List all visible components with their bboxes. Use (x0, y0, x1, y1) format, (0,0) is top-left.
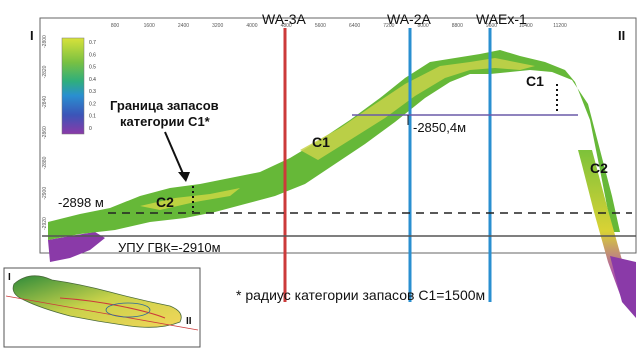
x-tick-label: 7200 (383, 23, 394, 29)
x-tick-label: 5600 (315, 23, 326, 29)
legend-tick-label: 0.5 (89, 65, 96, 71)
inset-label-i: I (8, 272, 11, 283)
well-label-wa-3a: WA-3A (262, 11, 306, 27)
purple-zone-right (610, 256, 636, 318)
category-c1-left: C1 (312, 134, 330, 150)
y-axis-ticks: -2800 -2820 -2840 -2860 -2880 -2900 -2920 (42, 35, 48, 230)
category-c2-left: C2 (156, 194, 174, 210)
y-tick-label: -2920 (42, 217, 48, 230)
x-axis-ticks: 800 1600 2400 3200 4000 4800 5600 6400 7200 8000 8… (111, 23, 567, 29)
y-tick-label: -2800 (42, 35, 48, 48)
legend-tick-label: 0.2 (89, 101, 96, 107)
x-tick-label: 800 (111, 23, 120, 29)
yellow-highlight (300, 58, 535, 160)
category-c1-right: C1 (526, 73, 544, 89)
x-tick-label: 8000 (418, 23, 429, 29)
depth-label-2850: -2850,4м (413, 120, 466, 135)
x-tick-label: 3200 (212, 23, 223, 29)
x-tick-label: 1600 (144, 23, 155, 29)
legend-ticks: 0.7 0.6 0.5 0.4 0.3 0.2 0.1 0 (89, 40, 96, 132)
well-label-wa-2a: WA-2A (387, 11, 431, 27)
x-tick-label: 10400 (519, 23, 533, 29)
legend-tick-label: 0.7 (89, 40, 96, 46)
x-tick-label: 11200 (553, 23, 567, 29)
gwc-label: УПУ ГВК=-2910м (118, 240, 221, 255)
y-tick-label: -2840 (42, 96, 48, 109)
legend-tick-label: 0.1 (89, 114, 96, 120)
well-label-waex-1: WAEx-1 (476, 11, 527, 27)
section-end-right: II (618, 28, 625, 43)
boundary-caption-line1: Граница запасов (110, 98, 219, 113)
x-tick-label: 8800 (452, 23, 463, 29)
depth-label-2898: -2898 м (58, 195, 104, 210)
porosity-legend: 0.7 0.6 0.5 0.4 0.3 0.2 0.1 0 (61, 37, 96, 135)
boundary-caption-line2: категории С1* (120, 114, 211, 129)
legend-colorbar (61, 37, 85, 135)
boundary-arrow (164, 131, 185, 177)
legend-tick-label: 0 (89, 126, 92, 132)
x-tick-label: 6400 (349, 23, 360, 29)
legend-tick-label: 0.3 (89, 89, 96, 95)
y-tick-label: -2880 (42, 156, 48, 169)
inset-label-ii: II (186, 316, 192, 327)
category-c2-right: C2 (590, 160, 608, 176)
y-tick-label: -2860 (42, 126, 48, 139)
inset-map: I II (3, 267, 201, 348)
x-tick-label: 2400 (178, 23, 189, 29)
inset-red-line (5, 295, 199, 331)
inset-contour (105, 302, 151, 318)
boundary-arrowhead (178, 172, 190, 182)
legend-tick-label: 0.6 (89, 52, 96, 58)
y-tick-label: -2820 (42, 65, 48, 78)
purple-zone-left (48, 232, 105, 262)
yellow-highlight-left (140, 188, 240, 210)
x-tick-label: 4000 (246, 23, 257, 29)
y-tick-label: -2900 (42, 187, 48, 200)
section-end-left: I (30, 28, 34, 43)
x-tick-label: 4800 (281, 23, 292, 29)
inset-section-line (59, 297, 166, 319)
x-tick-label: 9600 (486, 23, 497, 29)
reservoir-body (48, 50, 636, 318)
legend-tick-label: 0.4 (89, 77, 96, 83)
footnote: * радиус категории запасов С1=1500м (236, 287, 485, 303)
